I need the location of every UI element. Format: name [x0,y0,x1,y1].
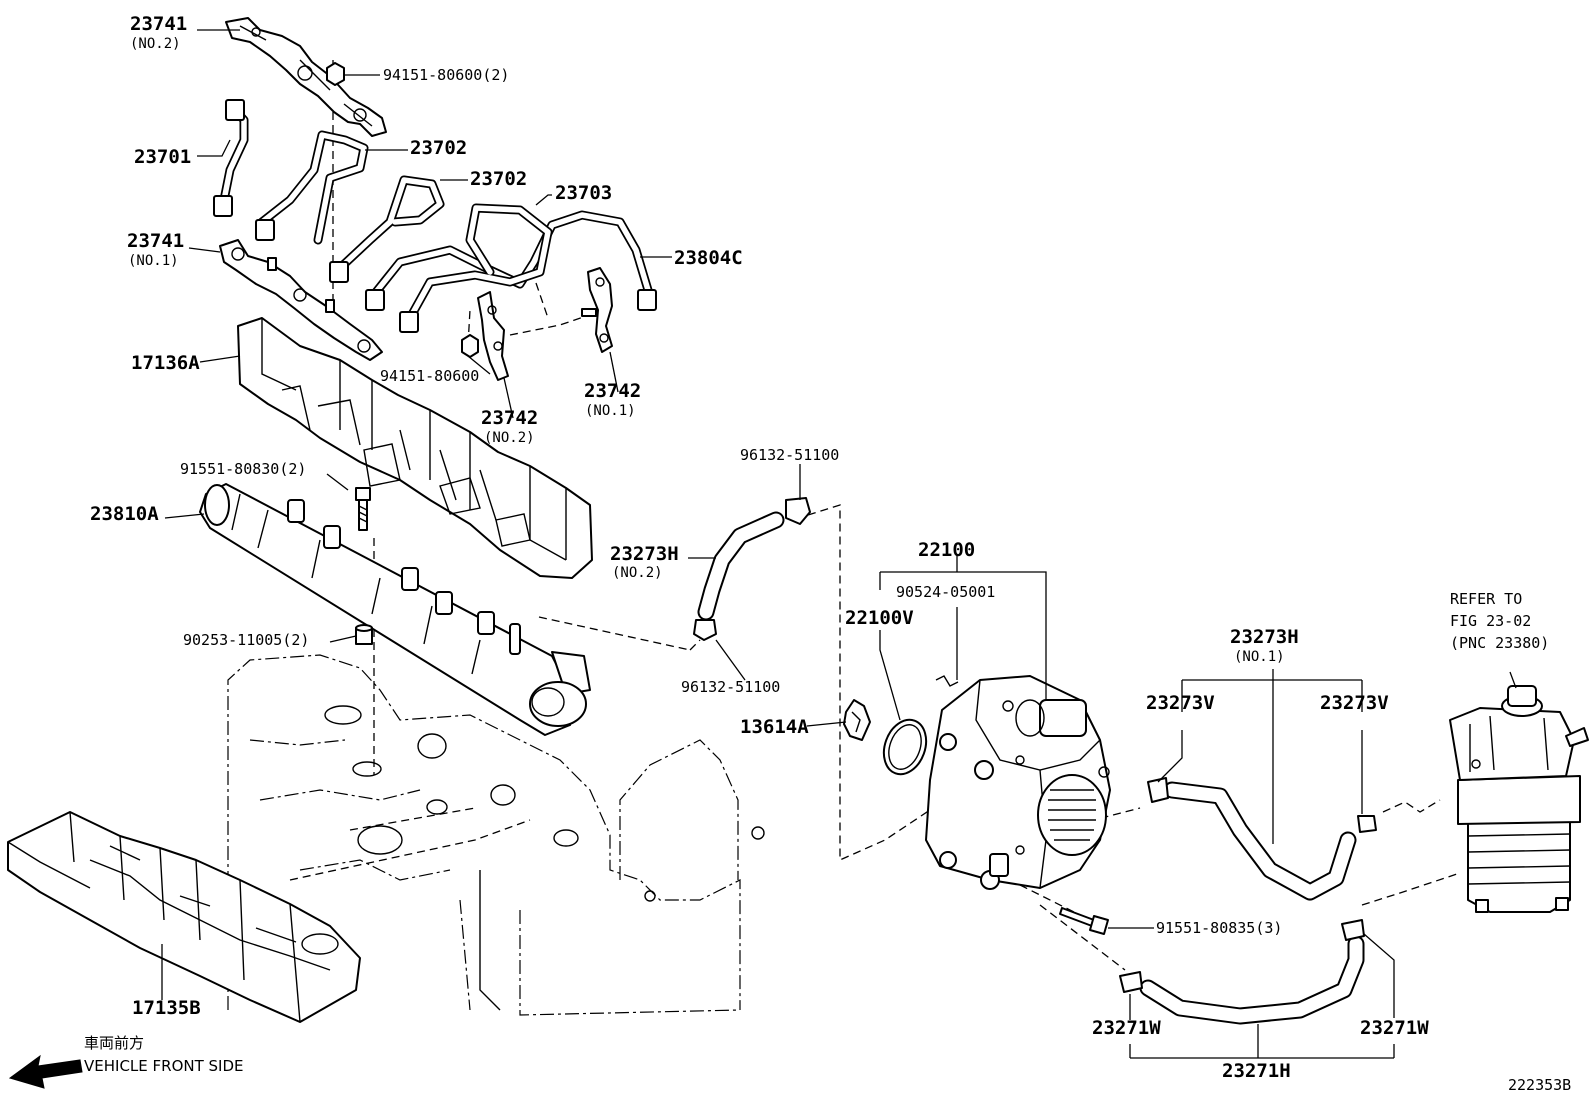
label-23273h-no1: 23273H [1230,626,1299,648]
label-23742-no1: 23742 [584,380,641,402]
supply-pump-22100 [925,675,1111,890]
label-23271w-b: 23271W [1360,1017,1429,1039]
label-23742-no2-sub: (NO.2) [484,430,535,446]
figure-code: 222353B [1508,1076,1571,1094]
clamp-23741-no2 [225,17,387,137]
label-17136a: 17136A [131,352,200,374]
label-23273h-no2-sub: (NO.2) [612,565,663,581]
clip-23271w-right [1341,919,1365,941]
clip-96132-51100-top [785,497,811,525]
key-90524-05001 [935,675,959,687]
label-94151-80600: 94151-80600 [380,367,479,385]
label-22100: 22100 [918,539,975,561]
label-91551-80835-3: 91551-80835(3) [1156,919,1282,937]
collar-90253-11005 [355,624,373,645]
bolt-91551-80830 [355,487,371,531]
label-23810a: 23810A [90,503,159,525]
clamp-23742-no1 [581,267,613,353]
label-23702-b: 23702 [470,168,527,190]
label-13614a: 13614A [740,716,809,738]
label-23273v-a: 23273V [1146,692,1215,714]
vehicle-front-label-en: VEHICLE FRONT SIDE [84,1057,244,1075]
engine-block-outline [227,654,765,1016]
clip-96132-51100-bottom [693,619,717,641]
label-91551-80830-2: 91551-80830(2) [180,460,306,478]
refer-line-1: REFER TO [1450,590,1522,608]
label-23741-no1: 23741 [127,230,184,252]
refer-line-2: FIG 23-02 [1450,612,1531,630]
common-rail-23810a [199,483,591,736]
label-23273v-b: 23273V [1320,692,1389,714]
cover-17135b [7,811,361,1023]
hose-23271h [1139,935,1365,1025]
refer-line-3: (PNC 23380) [1450,634,1549,652]
injection-pipes [213,99,657,333]
label-96132-51100-a: 96132-51100 [740,446,839,464]
label-23804c: 23804C [674,247,743,269]
nut-94151-80600-top [326,62,345,86]
vehicle-front-arrow-icon [8,1054,83,1089]
label-23741-no1-sub: (NO.1) [128,253,179,269]
label-90253-11005-2: 90253-11005(2) [183,631,309,649]
label-23741-no2-sub: (NO.2) [130,36,181,52]
clamp-23742-no2 [477,291,509,381]
nut-94151-80600 [461,334,479,358]
label-17135b: 17135B [132,997,201,1019]
oring-22100v [882,718,928,776]
label-90524-05001: 90524-05001 [896,583,995,601]
label-96132-51100-b: 96132-51100 [681,678,780,696]
label-23703: 23703 [555,182,612,204]
label-23742-no1-sub: (NO.1) [585,403,636,419]
label-23741-no2: 23741 [130,13,187,35]
clamp-23741-no1 [219,239,383,361]
hose-23273h-no1 [1163,781,1357,901]
cover-17136a [237,317,593,579]
label-94151-80600-2: 94151-80600(2) [383,66,509,84]
bolt-91551-80835 [1059,907,1109,935]
label-23702-a: 23702 [410,137,467,159]
label-22100v: 22100V [845,607,914,629]
leader-lines [161,29,1517,1059]
clip-23273v-right [1357,815,1377,833]
vehicle-front-label-jp: 車両前方 [84,1034,144,1052]
part-13614a [843,699,871,741]
label-23701: 23701 [134,146,191,168]
part-labels: 23741 (NO.2) 94151-80600(2) 23701 23702 … [84,13,1571,1094]
label-23742-no2: 23742 [481,407,538,429]
label-23273h-no1-sub: (NO.1) [1234,649,1285,665]
fuel-filter-assembly [1449,685,1589,913]
clip-23271w-left [1119,971,1143,993]
label-23271w-a: 23271W [1092,1017,1161,1039]
label-23271h: 23271H [1222,1060,1291,1082]
label-23273h-no2: 23273H [610,543,679,565]
hose-23273h-no2 [697,511,785,621]
